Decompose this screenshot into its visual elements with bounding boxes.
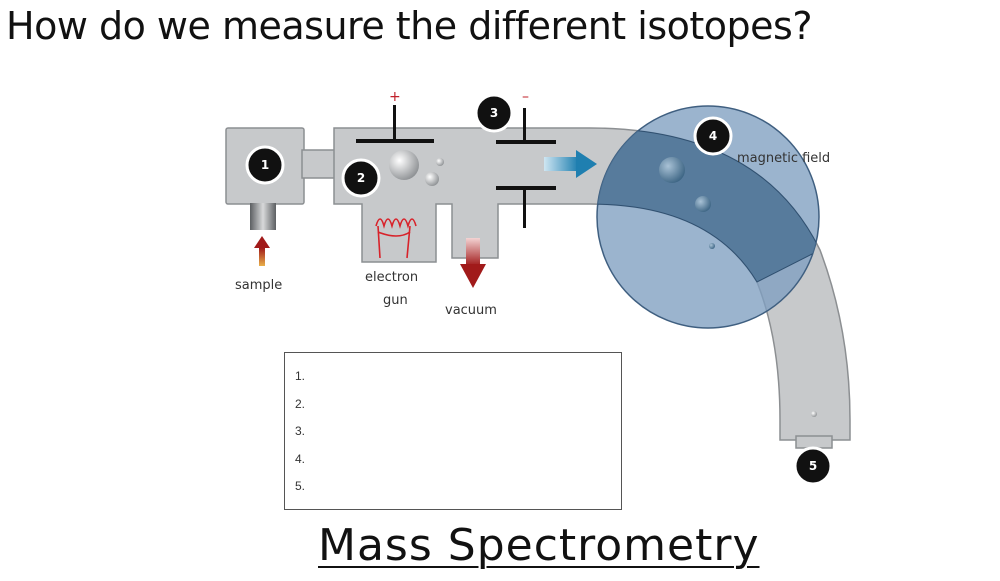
page-title: How do we measure the different isotopes…	[6, 4, 812, 48]
sample-inlet	[250, 203, 276, 230]
vacuum-arrow-shaft	[466, 238, 480, 266]
ion-small-b	[436, 158, 444, 166]
step-marker-1: 1	[245, 145, 285, 185]
label-electron: electron	[365, 270, 418, 285]
answer-item-3[interactable]: 3.	[295, 424, 306, 438]
sample-arrow-shaft	[259, 248, 265, 266]
answer-item-2[interactable]: 2.	[295, 396, 306, 411]
svg-text:3: 3	[490, 106, 498, 120]
step-marker-3: 3	[474, 93, 514, 133]
svg-text:2: 2	[357, 171, 365, 185]
minus-sign: –	[522, 89, 529, 105]
label-gun: gun	[383, 293, 408, 308]
answer-item-4[interactable]: 4.	[295, 451, 306, 466]
vacuum-arrow-head	[460, 264, 486, 288]
label-vacuum: vacuum	[445, 303, 497, 318]
answer-item-5[interactable]: 5.	[295, 479, 306, 493]
label-sample: sample	[235, 278, 282, 293]
svg-text:5: 5	[809, 459, 817, 473]
svg-text:1: 1	[261, 158, 269, 172]
footer-title: Mass Spectrometry	[318, 520, 760, 571]
plus-sign: +	[389, 89, 401, 105]
sample-arrow-head	[254, 236, 270, 248]
answer-list: 1. 2. 3. 4. 5.	[285, 353, 621, 505]
answer-box[interactable]: 1. 2. 3. 4. 5.	[284, 352, 622, 510]
step-marker-5: 5	[793, 446, 833, 486]
svg-text:4: 4	[709, 129, 717, 143]
ion-in-field-large	[659, 157, 685, 183]
electron-gun-filament	[375, 218, 417, 259]
acceleration-arrow-shaft	[544, 157, 578, 171]
ion-at-detector	[811, 411, 817, 417]
ion-in-field-medium	[695, 196, 711, 212]
positive-plate	[356, 139, 434, 143]
step-marker-4: 4	[693, 116, 733, 156]
ion-small-a	[425, 172, 439, 186]
step-marker-2: 2	[341, 158, 381, 198]
answer-item-1[interactable]: 1.	[295, 369, 306, 383]
label-magnetic-field: magnetic field	[737, 151, 830, 166]
acceleration-arrow-head	[576, 150, 597, 178]
ion-in-field-small	[709, 243, 715, 249]
ion-large	[389, 150, 419, 180]
